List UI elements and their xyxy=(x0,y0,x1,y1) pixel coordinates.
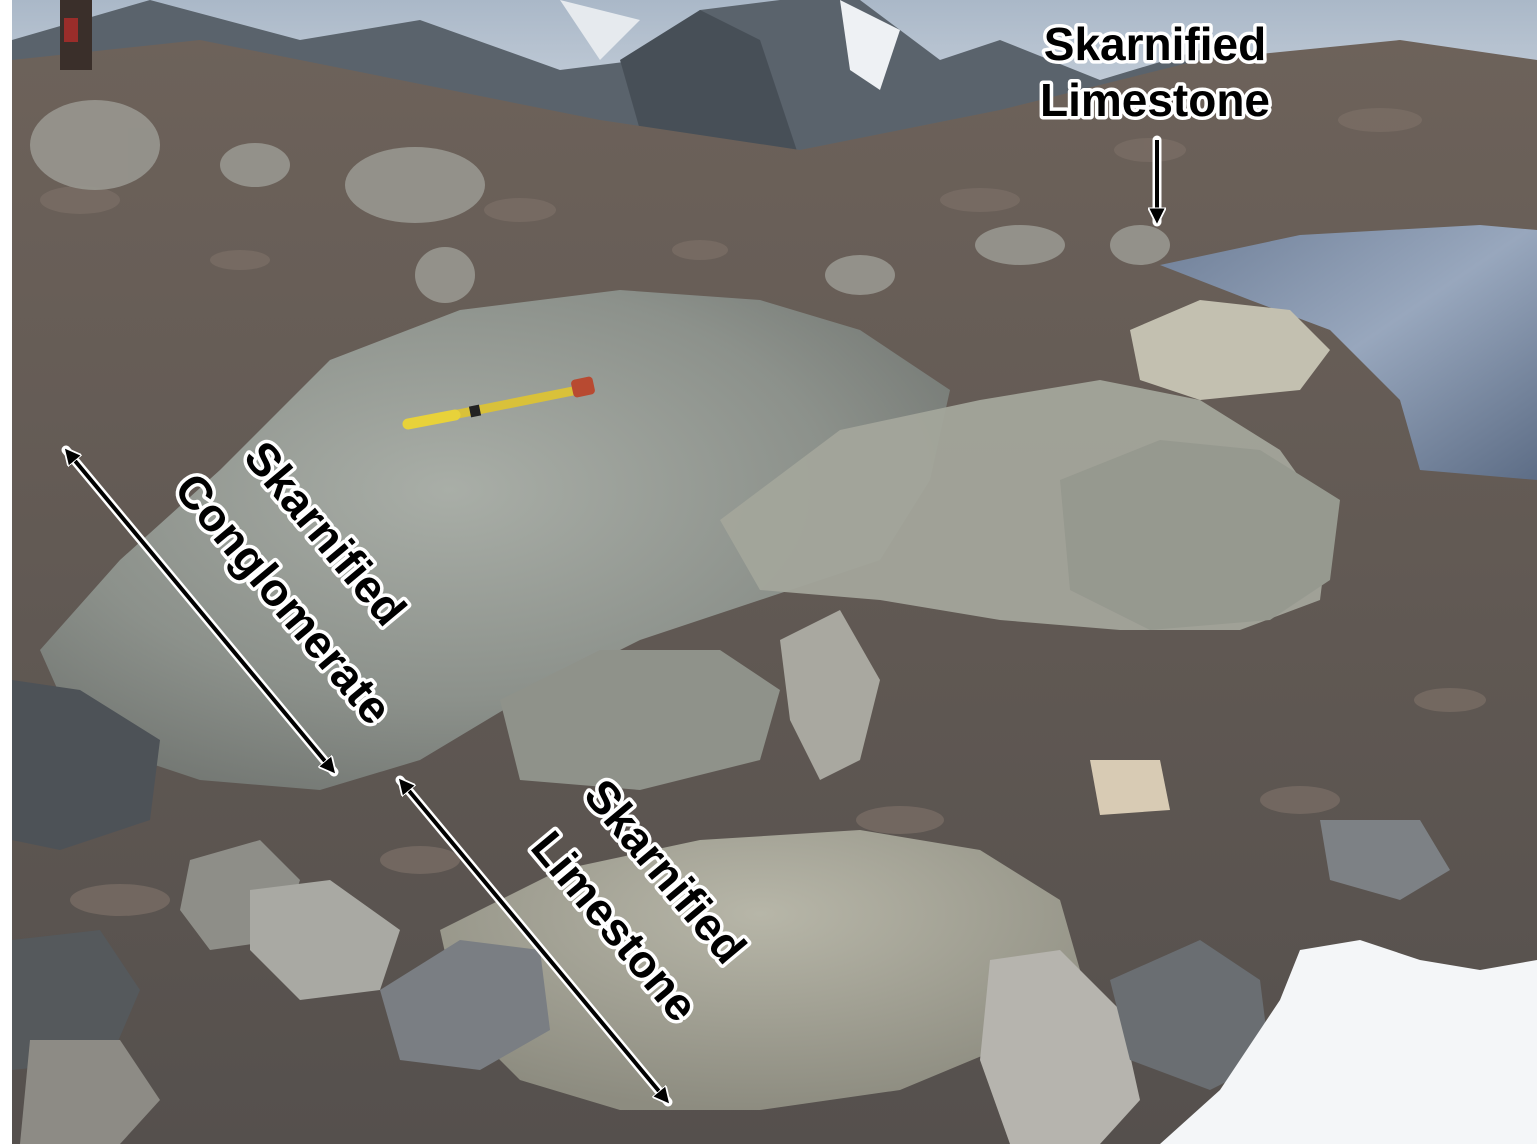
pond xyxy=(1160,225,1537,480)
rock-hammer xyxy=(402,376,595,430)
double-arrow-icon-bottom xyxy=(400,780,668,1102)
snow-patch xyxy=(840,0,900,90)
person-figure xyxy=(60,0,92,70)
rounded-boulder xyxy=(1060,440,1340,630)
snow-patch-foreground xyxy=(1160,940,1537,1144)
annotation-top-right-line2: Limestone xyxy=(1040,74,1270,126)
annotation-top-right-line1: Skarnified xyxy=(1044,18,1266,70)
double-arrow-icon-left xyxy=(66,450,334,772)
annotation-top-right: Skarnified Limestone xyxy=(1036,15,1274,227)
